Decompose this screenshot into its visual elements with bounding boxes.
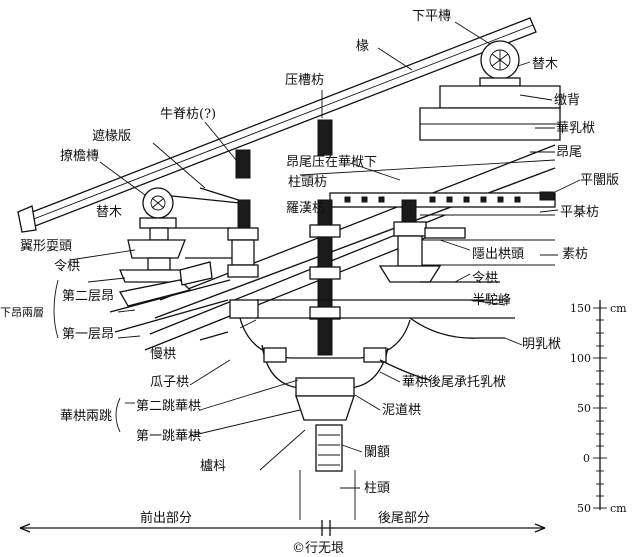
label-xia-ang-liang-ceng: 下昂兩層 [0, 306, 44, 319]
scale-unit-top: cm [610, 302, 627, 315]
label-lan-e: 闌額 [364, 445, 390, 460]
architrave [299, 424, 356, 520]
eave-purlin [142, 187, 246, 219]
ceiling-dots [344, 196, 521, 203]
label-zhe-chuan-ban: 遮椽版 [92, 128, 131, 144]
label-tuo-dao-gong: 泥道栱 [382, 403, 421, 418]
scale-bar [593, 300, 607, 510]
scale-tick-50a: 50 [577, 402, 591, 415]
label-xia-ping-tuan: 下平槫 [412, 9, 451, 24]
label-jiao-bei: 缴背 [554, 93, 580, 108]
scale-labels: cm cm 150 100 50 0 50 [570, 302, 627, 515]
lower-ang [109, 261, 231, 341]
label-di-er-ceng-ang: 第二层昂 [62, 289, 114, 304]
label-chuan: 椽 [356, 39, 369, 54]
label-ang-wei: 昂尾 [556, 145, 582, 160]
label-lu-dou: 櫨枓 [200, 459, 226, 474]
label-yi-xing-yun-tou: 翼形耍頭 [20, 239, 72, 254]
label-di-yi-ceng-ang: 第一层昂 [62, 327, 114, 342]
text-labels: 下平槫 椽 压槽枋 替木 牛脊枋(?) 遮椽版 缴背 撩檐槫 華乳栿 昂尾压在華… [0, 9, 619, 556]
label-ming-ru-fu: 明乳栿 [522, 337, 561, 352]
scale-ticks [593, 307, 607, 509]
architrave-hatch [318, 434, 340, 466]
scale-tick-100: 100 [570, 352, 591, 365]
label-man-gong: 慢栱 [150, 346, 176, 362]
scale-tick-0: 0 [583, 452, 590, 465]
label-di-er-tiao: 第二跳華栱 [136, 399, 201, 414]
ceiling-board [329, 191, 556, 266]
label-ti-mu-right: 替木 [532, 57, 558, 72]
label-hua-gong-wei: 華栱後尾承托乳栿 [402, 375, 506, 390]
label-ang-wei-ya: 昂尾压在華栿下 [286, 155, 377, 170]
label-ti-mu-left: 替木 [96, 205, 122, 220]
label-hou-wei: 後尾部分 [378, 511, 430, 526]
watermark: ©行无垠 [292, 541, 344, 556]
outer-bracket-left [119, 217, 186, 283]
label-hua-gong-liang-tiao: 華栱兩跳 [60, 409, 112, 424]
label-luo-han-fang: 羅漢枋 [286, 200, 325, 216]
lower-purlin [479, 40, 521, 87]
label-ya-cao-fang: 压槽枋 [285, 72, 324, 88]
label-niu-ji-fang: 牛脊枋(?) [160, 106, 216, 122]
dimension-line [19, 520, 546, 536]
label-zhu-tou: 柱頭 [364, 481, 390, 496]
bracket-column-2 [227, 149, 259, 319]
label-su-fang: 素枋 [562, 246, 588, 262]
label-ling-gong-left: 令栱 [54, 259, 80, 274]
label-di-yi-tiao: 第一跳華栱 [136, 429, 201, 444]
main-column-stack [309, 119, 341, 356]
bracket-column-4 [378, 199, 466, 283]
label-yin-chu-shua-tou: 隱出栱頭 [472, 247, 524, 262]
label-qian-chu: 前出部分 [140, 510, 192, 526]
lower-bracket [239, 317, 505, 421]
label-ping-an-ban: 平闇版 [580, 173, 619, 188]
label-ping-qi-fang: 平棊枋 [560, 204, 599, 220]
rafter [17, 17, 537, 233]
label-hua-ru-fu: 華乳栿 [556, 121, 595, 136]
label-ling-gong-right: 令栱 [472, 271, 498, 286]
label-gua-zi-gong: 瓜子栱 [150, 375, 189, 390]
label-zhu-tou-fang: 柱頭枋 [288, 174, 327, 190]
label-ban-tuo-feng: 半駝峰 [472, 293, 511, 308]
scale-tick-150: 150 [570, 302, 591, 315]
tie-lines [176, 227, 515, 319]
right-beams [419, 85, 561, 141]
leader-lines [53, 21, 581, 489]
scale-unit-bottom: cm [610, 502, 627, 515]
scale-tick-50b: 50 [577, 502, 591, 515]
label-liao-yan-tuan: 撩檐槫 [60, 148, 99, 164]
